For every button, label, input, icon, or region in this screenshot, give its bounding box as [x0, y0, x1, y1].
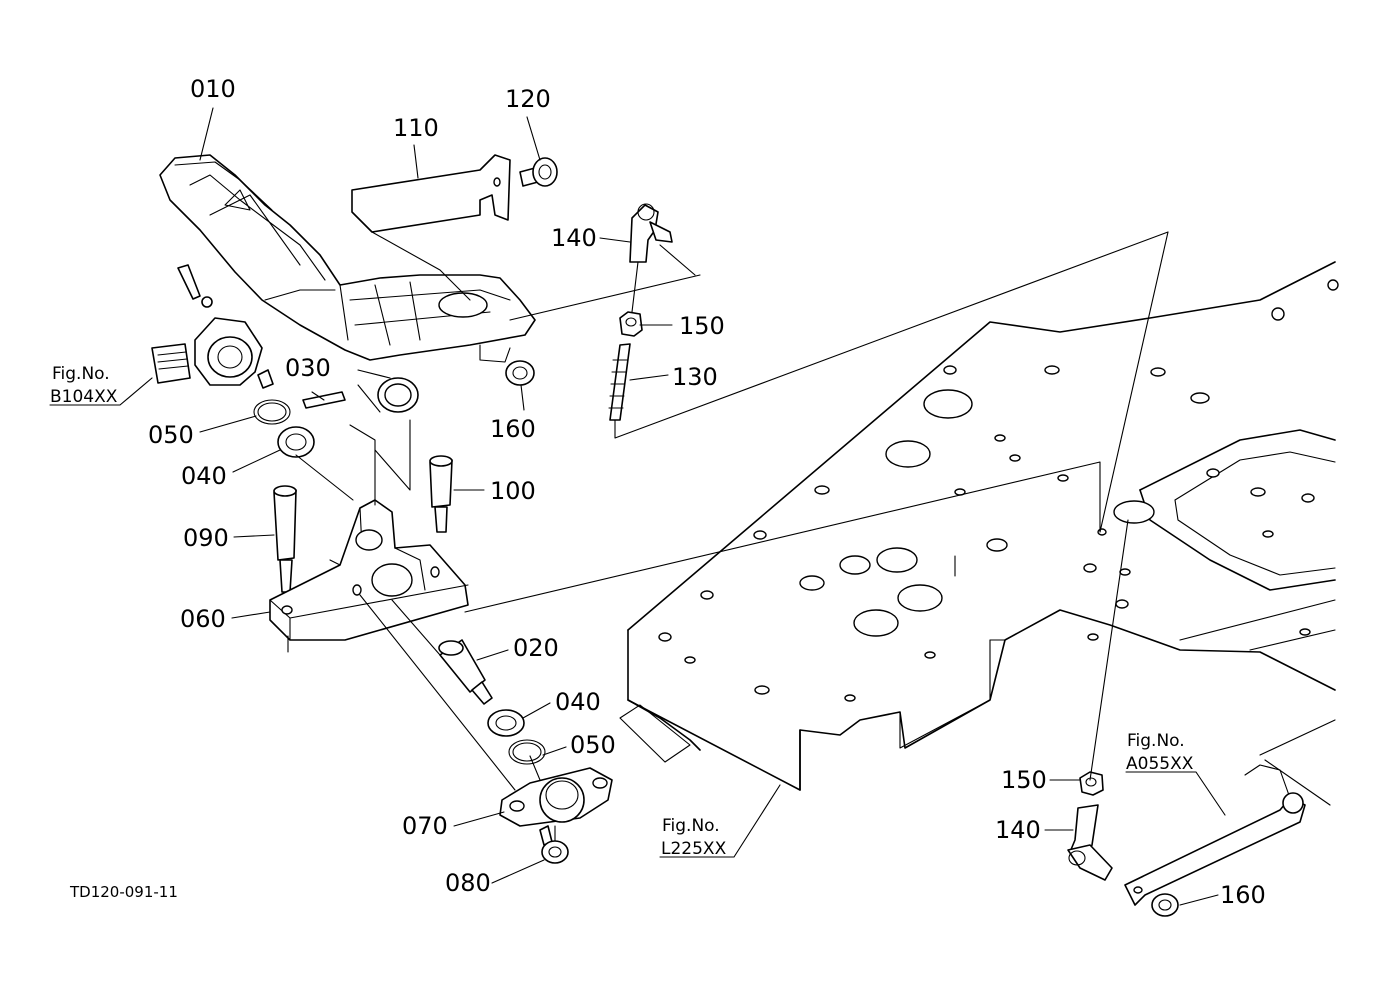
- frame-plate: [619, 261, 1339, 791]
- callout-040-lower: 040: [555, 688, 601, 716]
- nut-150-upper: [619, 311, 643, 337]
- callout-labels: 010 110 120 140 150 130 160 030 050 040 …: [148, 75, 1266, 909]
- lower-linkage: [1067, 719, 1336, 917]
- assembly-lines: [295, 231, 1169, 842]
- callout-030: 030: [285, 354, 331, 382]
- ball-joint-140-upper: [629, 203, 673, 263]
- bolt-080: [539, 825, 569, 864]
- nut-160-lower: [1151, 893, 1179, 917]
- shaft-020: [438, 639, 493, 705]
- bracket-110: [351, 154, 511, 233]
- bolt-090: [273, 485, 297, 593]
- ring-050-lower: [508, 739, 546, 765]
- callout-010: 010: [190, 75, 236, 103]
- callout-160-upper: 160: [490, 415, 536, 443]
- bearing-040-upper: [277, 426, 315, 458]
- callout-110: 110: [393, 114, 439, 142]
- figref-l225-line1: Fig.No.: [662, 816, 720, 836]
- callout-070: 070: [402, 812, 448, 840]
- drawing-code: TD120-091-11: [69, 883, 178, 901]
- figref-a055-line2: A055XX: [1126, 754, 1194, 774]
- callout-140-upper: 140: [551, 224, 597, 252]
- callout-020: 020: [513, 634, 559, 662]
- figref-b104-line1: Fig.No.: [52, 364, 110, 384]
- callout-050-lower: 050: [570, 731, 616, 759]
- figref-a055-line1: Fig.No.: [1127, 731, 1185, 751]
- callout-120: 120: [505, 85, 551, 113]
- figref-b104-line2: B104XX: [50, 387, 118, 407]
- callout-080: 080: [445, 869, 491, 897]
- stud-130: [608, 343, 631, 421]
- sensor-assembly: [151, 264, 274, 389]
- figure-references: Fig.No. B104XX Fig.No. L225XX Fig.No. A0…: [50, 364, 1194, 859]
- callout-150-upper: 150: [679, 312, 725, 340]
- pedal-010: [159, 154, 536, 413]
- callout-100: 100: [490, 477, 536, 505]
- bearing-040-lower: [487, 709, 525, 737]
- flange-070: [499, 767, 613, 827]
- figref-l225-line2: L225XX: [661, 839, 727, 859]
- callout-150-lower: 150: [1001, 766, 1047, 794]
- bolt-120: [519, 157, 558, 187]
- callout-130: 130: [672, 363, 718, 391]
- nut-160-upper: [505, 360, 535, 386]
- callout-140-lower: 140: [995, 816, 1041, 844]
- callout-090: 090: [183, 524, 229, 552]
- ring-050-upper: [253, 399, 291, 425]
- base-060: [269, 499, 469, 653]
- leader-lines: [49, 107, 1226, 906]
- callout-040-upper: 040: [181, 462, 227, 490]
- callout-060: 060: [180, 605, 226, 633]
- bolt-100: [429, 455, 453, 533]
- callout-160-lower: 160: [1220, 881, 1266, 909]
- nut-150-lower: [1079, 771, 1104, 796]
- callout-050-upper: 050: [148, 421, 194, 449]
